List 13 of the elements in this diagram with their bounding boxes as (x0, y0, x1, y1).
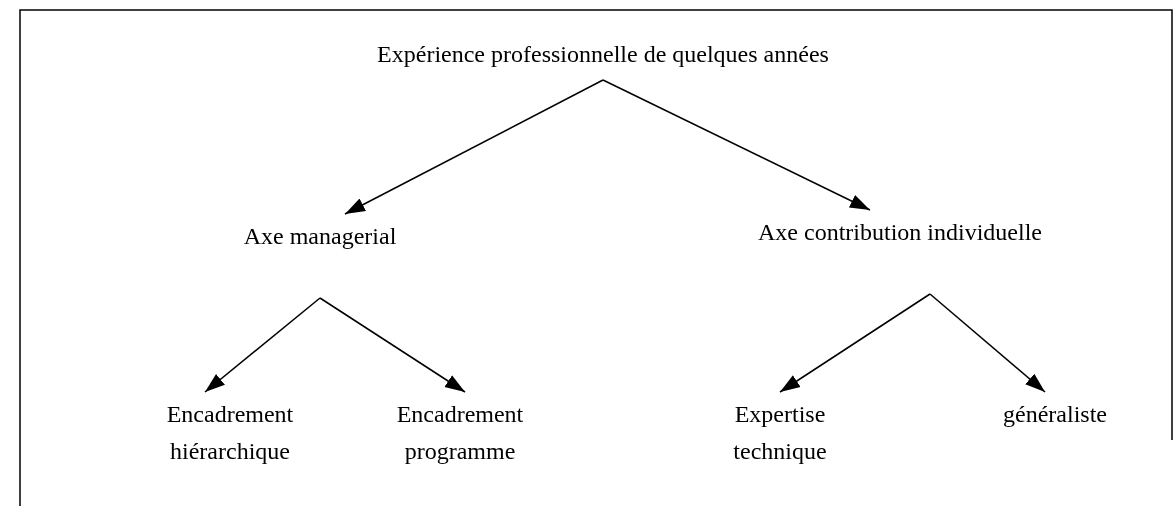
arrow (204, 297, 321, 393)
node-label: Expertise technique (732, 400, 828, 466)
arrow (319, 297, 466, 393)
arrow (779, 293, 931, 393)
arrow (929, 293, 1046, 393)
node-label: généraliste (1003, 400, 1107, 429)
node-label: Axe managerial (243, 222, 397, 251)
arrow (602, 79, 871, 211)
arrow (344, 79, 604, 215)
node-label: Encadrement hiérarchique (165, 400, 295, 466)
node-label: Encadrement programme (395, 400, 525, 466)
node-label: Axe contribution individuelle (758, 218, 1042, 247)
node-label: Expérience professionnelle de quelques années (377, 40, 829, 69)
